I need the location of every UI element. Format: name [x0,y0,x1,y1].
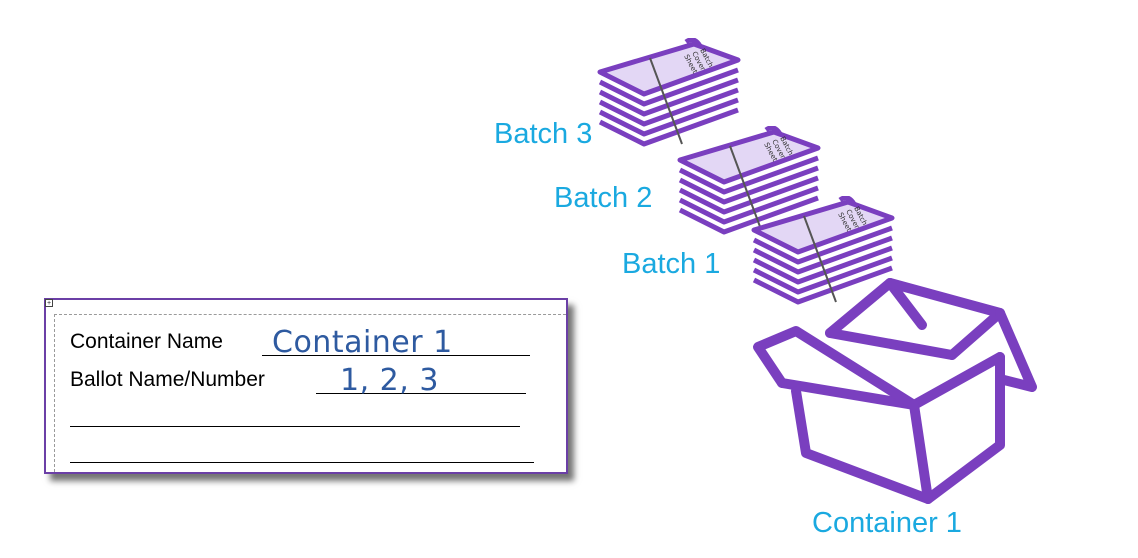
ballot-name-label: Ballot Name/Number [70,368,265,391]
container-name-line [262,355,530,356]
paper-stack-icon [597,38,741,147]
container-name-label: Container Name [70,330,223,353]
ballot-line [316,393,526,394]
margin-guide [54,314,566,315]
open-box-icon [753,278,1037,504]
paper-stack-icon [677,126,821,235]
blank-line-1 [70,426,520,427]
paper-stack-icon [751,196,895,305]
container-label-card: + Container Name Container 1 Ballot Name… [44,298,568,474]
batch-3-label: Batch 3 [494,118,593,150]
ballot-name-value: 1, 2, 3 [340,363,439,398]
batch-2-label: Batch 2 [554,182,653,214]
batch-1-stack: Batch Cover Sheet [751,196,895,305]
batch-2-stack: Batch Cover Sheet [677,126,821,235]
container-name-value: Container 1 [272,325,453,360]
blank-line-2 [70,462,534,463]
container-name-row: Container Name Container 1 [70,322,530,360]
container-label: Container 1 [812,507,962,539]
batch-3-stack: Batch Cover Sheet [597,38,741,147]
move-handle-icon[interactable]: + [45,299,53,307]
ballot-row: Ballot Name/Number 1, 2, 3 [70,360,530,398]
margin-guide [54,314,55,472]
batch-1-label: Batch 1 [622,248,721,280]
